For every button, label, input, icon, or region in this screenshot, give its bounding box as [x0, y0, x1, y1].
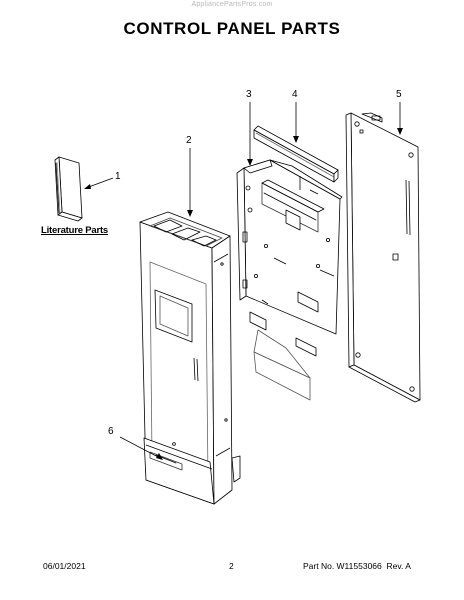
part-5-circuit-board: [345, 112, 421, 403]
part-2-control-panel-frame: [139, 211, 241, 505]
callout-4: 4: [292, 89, 298, 100]
part-4-trim-strip: [253, 125, 339, 183]
page-title: CONTROL PANEL PARTS: [123, 19, 341, 38]
callout-5: 5: [396, 89, 402, 100]
leader-line-1: [85, 177, 114, 189]
callout-6: 6: [108, 426, 114, 437]
callout-2: 2: [186, 135, 192, 146]
footer-part-number: Part No. W11553066 Rev. A: [303, 561, 411, 571]
footer-date: 06/01/2021: [43, 561, 86, 571]
watermark: AppliancePartsPros.com: [191, 1, 273, 8]
footer-page-number: 2: [229, 561, 234, 571]
literature-parts-label: Literature Parts: [41, 225, 109, 236]
callout-1: 1: [115, 171, 121, 182]
callout-3: 3: [246, 89, 252, 100]
leader-line-6: [119, 436, 161, 459]
part-1-literature-booklet: [54, 156, 83, 222]
part-3-control-housing: [236, 159, 343, 401]
